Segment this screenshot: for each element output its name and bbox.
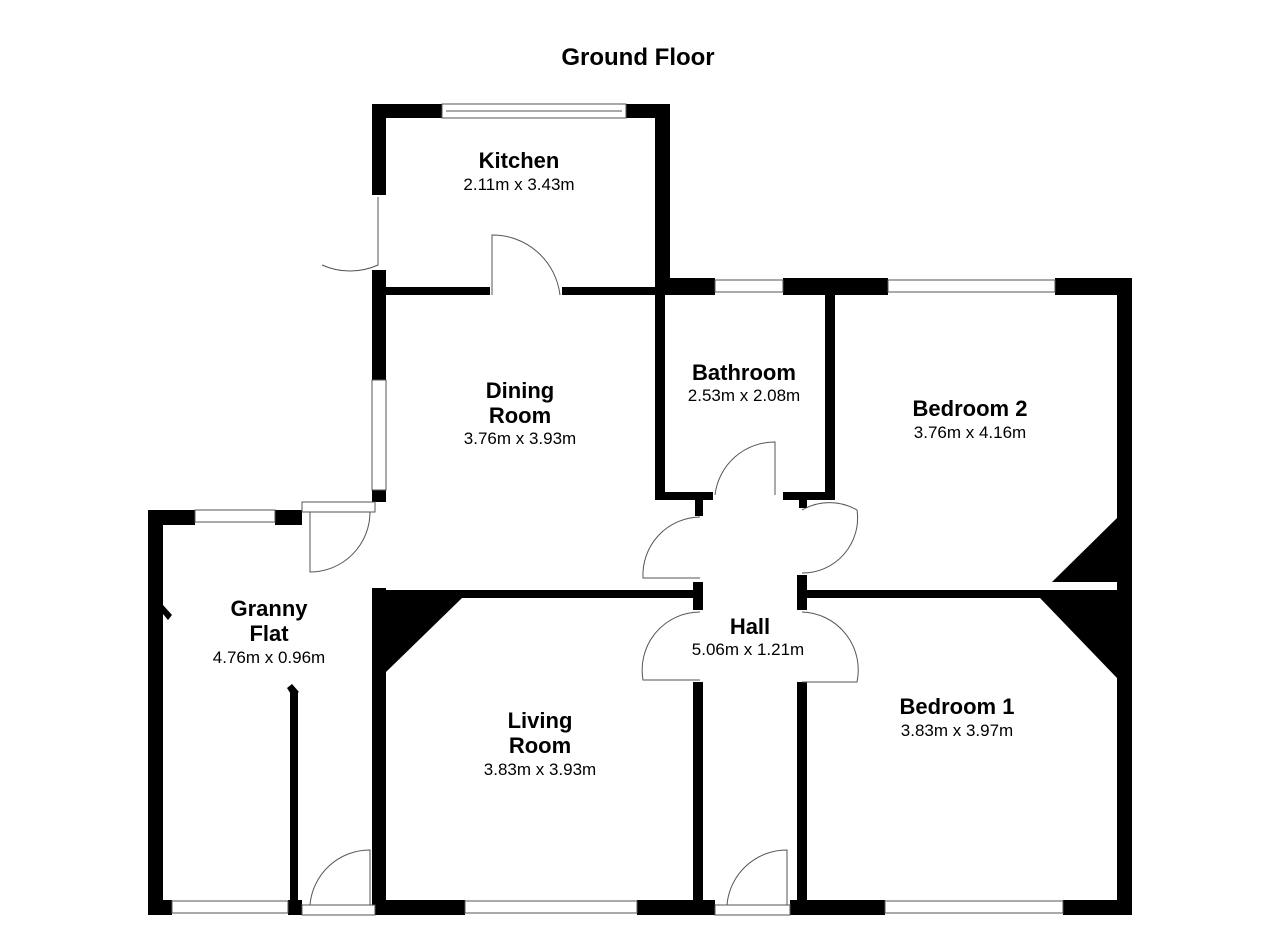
room-dimensions: 3.76m x 4.16m <box>914 423 1026 442</box>
room-dimensions: 5.06m x 1.21m <box>692 640 804 659</box>
room-name: Bedroom 1 <box>900 694 1015 719</box>
room-dimensions: 3.83m x 3.93m <box>484 760 596 779</box>
room-dimensions: 2.53m x 2.08m <box>688 386 800 405</box>
room-name: Bathroom <box>692 360 796 385</box>
room-dimensions: 3.76m x 3.93m <box>464 429 576 448</box>
room-dimensions: 2.11m x 3.43m <box>463 175 574 194</box>
room-name: Bedroom 2 <box>913 396 1028 421</box>
windows <box>171 103 1064 914</box>
room-kitchen: Kitchen 2.11m x 3.43m <box>463 148 574 194</box>
room-hall: Hall 5.06m x 1.21m <box>692 614 804 659</box>
room-name-line2: Room <box>509 733 571 758</box>
room-name-line1: Dining <box>486 378 554 403</box>
room-bathroom: Bathroom 2.53m x 2.08m <box>688 360 800 405</box>
walls <box>148 104 1132 915</box>
room-granny-flat: Granny Flat 4.76m x 0.96m <box>213 596 325 667</box>
room-dimensions: 4.76m x 0.96m <box>213 648 325 667</box>
floor-title: Ground Floor <box>561 44 714 71</box>
room-name-line1: Granny <box>230 596 308 621</box>
room-bedroom-2: Bedroom 2 3.76m x 4.16m <box>913 396 1028 442</box>
room-name-line2: Flat <box>249 621 289 646</box>
room-dimensions: 3.83m x 3.97m <box>901 721 1013 740</box>
room-dining: Dining Room 3.76m x 3.93m <box>464 378 576 448</box>
room-name-line1: Living <box>508 708 573 733</box>
doors <box>301 197 859 916</box>
room-living: Living Room 3.83m x 3.93m <box>484 708 596 779</box>
room-name-line2: Room <box>489 403 551 428</box>
room-name: Kitchen <box>479 148 560 173</box>
room-bedroom-1: Bedroom 1 3.83m x 3.97m <box>900 694 1015 740</box>
room-name: Hall <box>730 614 770 639</box>
